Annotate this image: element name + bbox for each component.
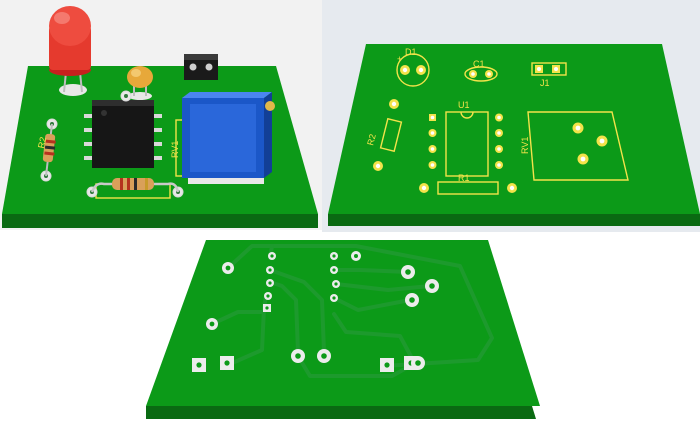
potentiometer-rv1-component: RV1 (170, 92, 275, 184)
label-r1: R1 (458, 173, 470, 183)
resistor-r2-component: R2 (36, 118, 58, 182)
rv1-footprint: RV1 (520, 111, 629, 181)
label-r2: R2 (36, 136, 48, 149)
header-body (184, 58, 218, 80)
board-top (146, 240, 540, 406)
panel-bottom-copper-side (140, 232, 550, 429)
ic-body (92, 100, 154, 168)
label-j1: J1 (540, 78, 550, 88)
board-edge (328, 214, 700, 226)
r2-footprint: R2 (365, 99, 403, 171)
board-edge (2, 214, 318, 228)
label-d1: D1 (405, 47, 417, 57)
capacitor-component (127, 66, 153, 100)
pot-screw (265, 101, 275, 111)
ic-chip-component (84, 100, 162, 168)
led-pad (59, 84, 87, 96)
j1-footprint: J1 (531, 62, 567, 88)
c1-footprint: C1 (464, 59, 498, 82)
label-rv1-top: RV1 (520, 137, 530, 154)
copper-traces (210, 244, 494, 378)
u1-footprint: U1 (428, 100, 503, 177)
label-c1: C1 (473, 59, 485, 69)
label-r2-top: R2 (365, 133, 377, 147)
resistor-r1-component (86, 178, 184, 199)
header-j1-component (184, 54, 218, 80)
u1-pads-right (495, 113, 503, 169)
label-u1: U1 (458, 100, 470, 110)
r1-footprint: R1 (419, 173, 517, 195)
board-edge (146, 406, 536, 419)
capacitor-body (127, 66, 153, 88)
board-top (328, 44, 700, 214)
label-plus: + (397, 54, 402, 64)
copper-pads (192, 251, 439, 372)
panel-top-left-3d-board: R2 RV1 (0, 0, 322, 230)
panel-top-right-layout-view: D1 + C1 J1 (322, 0, 700, 232)
d1-footprint: D1 + (396, 47, 430, 87)
label-rv1: RV1 (170, 141, 180, 158)
led-component (49, 6, 91, 96)
u1-pads-left (428, 114, 437, 169)
